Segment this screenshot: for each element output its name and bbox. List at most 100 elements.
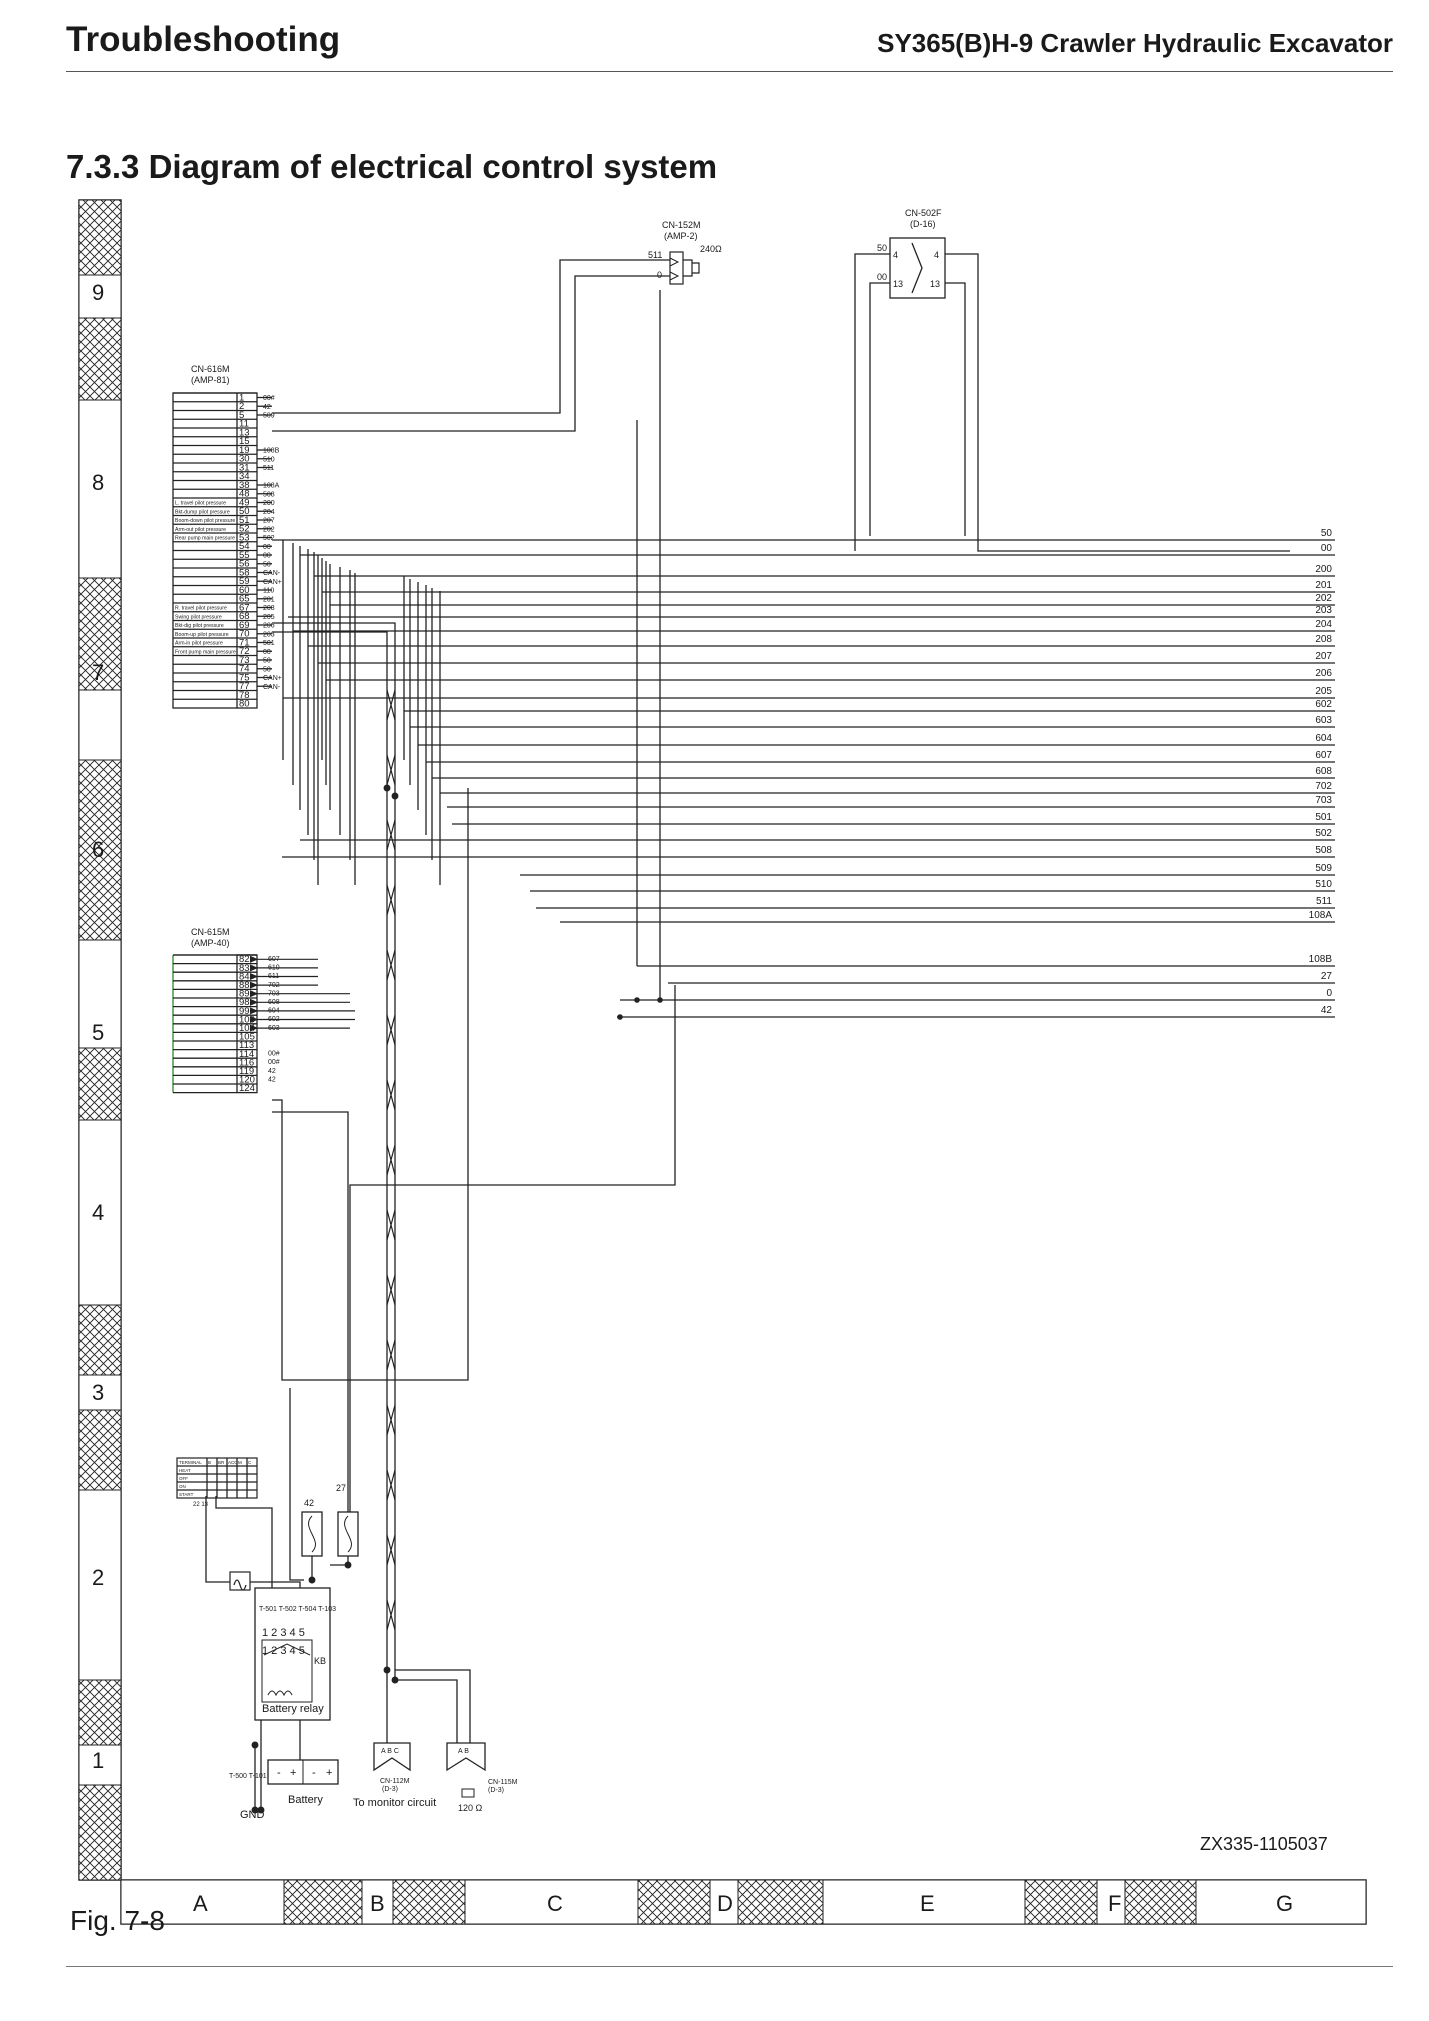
cn616-wire-label: 207 (263, 518, 275, 525)
cn615-wire-label: 00# (268, 1059, 280, 1066)
key-13 (215, 1496, 273, 1588)
cn152-name: CN-152M (662, 220, 701, 230)
right-terminal-label: 201 (1315, 580, 1332, 591)
cn616-pin-number: 5 (239, 410, 244, 421)
cn616-wire-label: 204 (263, 509, 275, 516)
cn615-pin-number: 104 (239, 1023, 255, 1034)
battery-relay: T-501 T-502 T-504 T-103 1 2 3 4 5 1 2 3 … (254, 1587, 336, 1721)
cn112-name: CN-112M (380, 1778, 410, 1785)
junction-dot (251, 1806, 259, 1814)
wire-0 (272, 275, 670, 432)
row-zone-label: 3 (92, 1380, 104, 1405)
right-terminal-label: 50 (1321, 528, 1333, 539)
cn616-pin-number: 74 (239, 664, 250, 675)
junction-dot (657, 997, 663, 1003)
cn615-pin-number: 98 (239, 997, 250, 1008)
cn616-wire-label: 110 (263, 588, 274, 595)
cn616-wire-label: 509 (263, 413, 275, 420)
key-switch-position: START (179, 1492, 194, 1497)
cn616-wire-label: 200 (263, 500, 275, 507)
right-terminal-label: 703 (1315, 795, 1332, 806)
sensor-label: Swing pilot pressure (175, 614, 222, 620)
cn616-pin-number: 53 (239, 532, 250, 543)
cn616-pin-number: 31 (239, 462, 250, 473)
cn616-wire-label: 206 (263, 623, 275, 630)
sensor-label: L. travel pilot pressure (175, 501, 226, 507)
row-zone-cell (78, 1119, 122, 1306)
right-terminal-label: 205 (1315, 686, 1332, 697)
cn616-pin-number: 49 (239, 497, 250, 508)
cn616-wire-label: 205 (263, 614, 275, 621)
column-zone-cell (709, 1879, 739, 1925)
cn616-name: CN-616M (191, 364, 230, 374)
wire-4 (945, 253, 1290, 552)
can-twist (386, 1339, 396, 1371)
row-zone-label: 7 (92, 660, 104, 685)
junction-dot (344, 1561, 352, 1569)
cn616-wire-label: 108B (263, 448, 280, 455)
battery-relay-box (254, 1587, 331, 1721)
can-twist (386, 1014, 396, 1046)
can-to-cn115 (395, 1669, 471, 1743)
cn615-pin-number: 124 (239, 1083, 255, 1094)
column-zone-separator (737, 1879, 824, 1925)
cn615-pin-number: 114 (239, 1049, 254, 1060)
junction-dot (251, 1741, 259, 1749)
row-zone-separator (78, 1784, 122, 1881)
right-terminal-label: 501 (1315, 812, 1332, 823)
can-high (272, 622, 396, 1680)
cn616-pin-number: 38 (239, 480, 250, 491)
cn616-wire-label: CAN- (263, 570, 281, 577)
terminator-label: 120 Ω (458, 1803, 483, 1813)
cn615-pin-number: 120 (239, 1075, 255, 1086)
fuse-42-label: 42 (304, 1498, 314, 1508)
cn616-pin-number: 77 (239, 681, 250, 692)
cn616-pin-number: 2 (239, 401, 244, 412)
drawing-number: ZX335-1105037 (1200, 1834, 1328, 1854)
cn616-pin-number: 11 (239, 419, 249, 430)
cn615-wire-label: 42 (268, 1068, 276, 1075)
cn615-pin-number: 113 (239, 1040, 254, 1051)
cn616-pin-number: 68 (239, 611, 250, 622)
column-zone-label: F (1108, 1891, 1121, 1916)
row-zone-label: 2 (92, 1565, 104, 1590)
battery-minus-1: - (277, 1767, 281, 1779)
column-zone-cell (361, 1879, 394, 1925)
connector-cn112m: A B C CN-112M (D-3) To monitor circuit (353, 1742, 436, 1809)
can-twist (386, 754, 396, 786)
junction-dot (391, 792, 399, 800)
cn616-pin-number: 34 (239, 471, 250, 482)
cn616-pin-number: 59 (239, 576, 250, 587)
key-switch-terminal: M (238, 1460, 242, 1465)
right-terminal-label: 200 (1315, 564, 1332, 575)
cn615-pin-number: 105 (239, 1032, 255, 1043)
header-model-title: SY365(B)H-9 Crawler Hydraulic Excavator (877, 28, 1393, 58)
right-terminal-label: 508 (1315, 845, 1332, 856)
right-terminal-label: 00 (1321, 543, 1333, 554)
junction-dot (634, 997, 640, 1003)
can-low (272, 631, 388, 1680)
relay-top-pins: 1 2 3 4 5 (262, 1627, 305, 1639)
column-zone-label: G (1276, 1891, 1293, 1916)
column-zone-label: B (370, 1891, 385, 1916)
row-zone-cell (78, 939, 122, 1049)
cn152-pin-label-a: 511 (648, 250, 662, 260)
column-zone-cell (822, 1879, 1026, 1925)
cn616-wire-label: 501 (263, 640, 275, 647)
cn615-pin-number: 89 (239, 989, 250, 1000)
cn502-in-b: 00 (877, 272, 887, 282)
row-zone-separator (78, 1047, 122, 1121)
battery-plus-2: + (326, 1767, 332, 1779)
junction-dot (308, 1576, 316, 1584)
right-terminal-label: 202 (1315, 593, 1332, 604)
battery-terminals: T-500 T-101 (229, 1773, 267, 1780)
cn616-wire-label: 208 (263, 605, 275, 612)
cn615-name: CN-615M (191, 927, 230, 937)
right-terminal-label: 204 (1315, 619, 1332, 630)
can-twist (386, 949, 396, 981)
row-zone-separator (78, 199, 122, 276)
cn502-in-a: 50 (877, 243, 887, 253)
junction-dot (383, 784, 391, 792)
cn615-pin-number: 99 (239, 1006, 250, 1017)
